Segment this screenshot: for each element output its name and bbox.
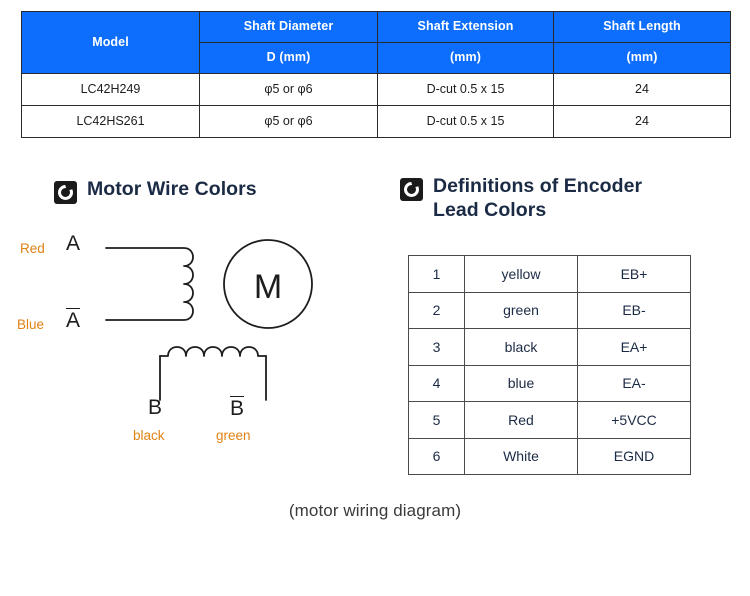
terminal-b-bar: B bbox=[230, 396, 245, 421]
wire-label-red: Red bbox=[20, 241, 45, 256]
table-row: 4 blue EA- bbox=[408, 364, 691, 402]
target-circle-icon bbox=[54, 181, 77, 204]
encoder-cell-pin: 5 bbox=[408, 401, 465, 439]
table-row: LC42H249 φ5 or φ6 D-cut 0.5 x 15 24 bbox=[21, 73, 731, 106]
terminal-b-bar-text: B bbox=[230, 396, 245, 420]
spec-cell-model: LC42HS261 bbox=[21, 105, 200, 138]
encoder-cell-signal: EGND bbox=[577, 437, 691, 475]
spec-cell-extension: D-cut 0.5 x 15 bbox=[377, 73, 554, 106]
spec-unit-shaft-extension: (mm) bbox=[377, 42, 554, 74]
terminal-a-text: A bbox=[66, 232, 81, 255]
terminal-b-text: B bbox=[148, 396, 163, 419]
spec-cell-length: 24 bbox=[553, 105, 731, 138]
spec-cell-diameter: φ5 or φ6 bbox=[199, 105, 378, 138]
spec-cell-model: LC42H249 bbox=[21, 73, 200, 106]
spec-unit-shaft-diameter: D (mm) bbox=[199, 42, 378, 74]
terminal-a-bar-text: A bbox=[66, 308, 81, 332]
encoder-lead-table-container: 1 yellow EB+ 2 green EB- 3 black EA+ 4 b… bbox=[408, 255, 691, 475]
table-row: 6 White EGND bbox=[408, 437, 691, 475]
terminal-a-bar: A bbox=[66, 308, 81, 333]
spec-header-shaft-diameter: Shaft Diameter bbox=[199, 11, 378, 43]
coil-phase-a bbox=[175, 247, 194, 321]
encoder-cell-pin: 2 bbox=[408, 291, 465, 329]
encoder-cell-signal: EB- bbox=[577, 291, 691, 329]
spec-header-model: Model bbox=[21, 11, 200, 74]
table-row: 2 green EB- bbox=[408, 291, 691, 329]
motor-wiring-diagram: M bbox=[60, 228, 390, 458]
spec-header-shaft-length: Shaft Length bbox=[553, 11, 731, 43]
wire-label-black: black bbox=[133, 428, 165, 443]
spec-cell-extension: D-cut 0.5 x 15 bbox=[377, 105, 554, 138]
encoder-cell-pin: 1 bbox=[408, 255, 465, 293]
spec-header-row-1: Model Shaft Diameter Shaft Extension Sha… bbox=[21, 11, 731, 74]
shaft-spec-table-container: Model Shaft Diameter Shaft Extension Sha… bbox=[21, 11, 731, 138]
encoder-cell-pin: 6 bbox=[408, 437, 465, 475]
table-row: 1 yellow EB+ bbox=[408, 255, 691, 293]
encoder-lead-colors-title: Definitions of Encoder Lead Colors bbox=[433, 175, 642, 223]
encoder-cell-pin: 4 bbox=[408, 364, 465, 402]
encoder-cell-signal: EA- bbox=[577, 364, 691, 402]
encoder-cell-signal: EB+ bbox=[577, 255, 691, 293]
spec-unit-shaft-length: (mm) bbox=[553, 42, 731, 74]
motor-symbol-letter: M bbox=[254, 268, 282, 306]
spec-header-row-2: D (mm) (mm) (mm) bbox=[22, 42, 731, 74]
spec-cell-length: 24 bbox=[553, 73, 731, 106]
encoder-cell-color: green bbox=[464, 291, 578, 329]
shaft-spec-table: Model Shaft Diameter Shaft Extension Sha… bbox=[21, 11, 731, 138]
terminal-a: A bbox=[66, 232, 80, 256]
encoder-cell-color: blue bbox=[464, 364, 578, 402]
encoder-cell-color: White bbox=[464, 437, 578, 475]
encoder-cell-signal: +5VCC bbox=[577, 401, 691, 439]
encoder-cell-color: yellow bbox=[464, 255, 578, 293]
motor-body-circle bbox=[223, 239, 313, 329]
wiring-schematic-svg: M bbox=[105, 239, 313, 401]
motor-wire-colors-heading: Motor Wire Colors bbox=[54, 178, 384, 204]
table-row: 5 Red +5VCC bbox=[408, 401, 691, 439]
encoder-lead-colors-heading: Definitions of Encoder Lead Colors bbox=[400, 175, 720, 223]
diagram-caption: (motor wiring diagram) bbox=[288, 501, 462, 520]
coil-phase-b bbox=[159, 346, 267, 357]
terminal-b: B bbox=[148, 396, 162, 420]
table-row: 3 black EA+ bbox=[408, 328, 691, 366]
wire-label-blue: Blue bbox=[17, 317, 45, 332]
spec-header-shaft-extension: Shaft Extension bbox=[377, 11, 554, 43]
encoder-cell-pin: 3 bbox=[408, 328, 465, 366]
spec-cell-diameter: φ5 or φ6 bbox=[199, 73, 378, 106]
encoder-title-line-1: Definitions of Encoder bbox=[433, 175, 643, 197]
target-circle-icon bbox=[400, 178, 423, 201]
table-row: LC42HS261 φ5 or φ6 D-cut 0.5 x 15 24 bbox=[21, 105, 731, 138]
motor-wire-colors-title: Motor Wire Colors bbox=[87, 178, 257, 200]
encoder-lead-table: 1 yellow EB+ 2 green EB- 3 black EA+ 4 b… bbox=[408, 255, 691, 475]
encoder-title-line-2: Lead Colors bbox=[433, 198, 547, 221]
encoder-cell-color: Red bbox=[464, 401, 578, 439]
wire-label-green: green bbox=[216, 428, 251, 443]
encoder-cell-color: black bbox=[464, 328, 578, 366]
encoder-cell-signal: EA+ bbox=[577, 328, 691, 366]
